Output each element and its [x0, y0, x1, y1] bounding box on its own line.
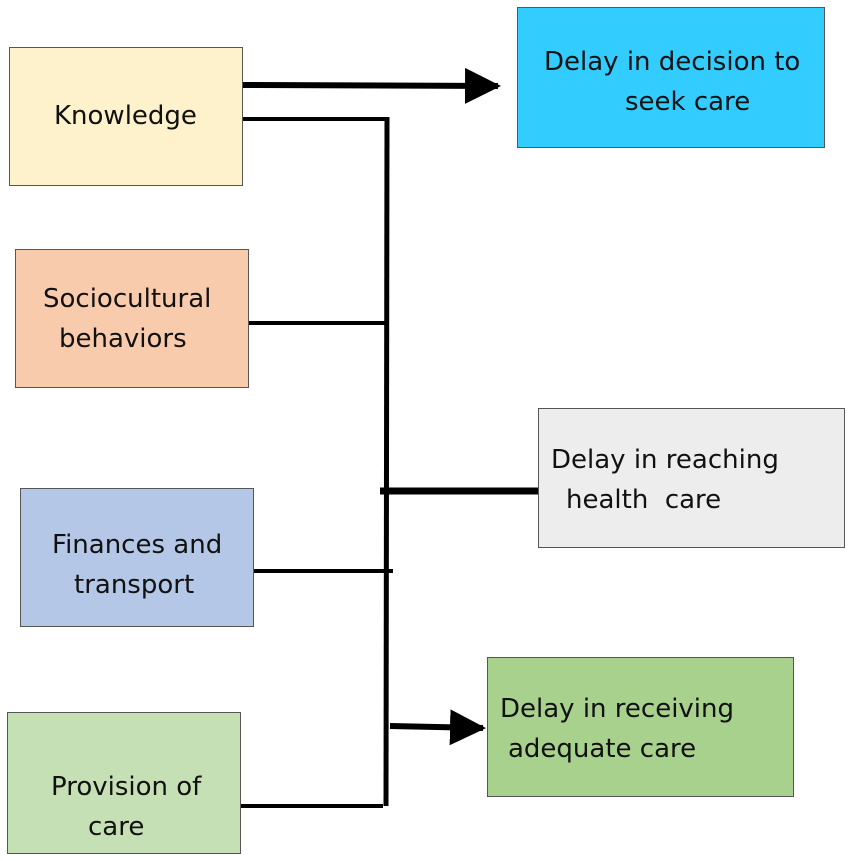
- vertical-trunk-line: [383, 116, 390, 807]
- finances-label-line-2: transport: [74, 570, 195, 600]
- knowledge-box: Knowledge: [9, 47, 243, 186]
- sociocultural-label-line-1: Sociocultural: [43, 284, 212, 314]
- provision-label-line-1: Provision of: [51, 772, 202, 802]
- reaching-delay-label-line-2: health care: [566, 485, 722, 515]
- sociocultural-box: Sociocultural behaviors: [15, 249, 249, 388]
- sociocultural-label-line-2: behaviors: [59, 324, 187, 354]
- receiving-delay-label-line-2: adequate care: [508, 734, 697, 764]
- reaching-delay-box: Delay in reaching health care: [538, 408, 845, 548]
- decision-delay-box: Delay in decision to seek care: [517, 7, 825, 148]
- decision-delay-label-line-1: Delay in decision to: [544, 47, 801, 77]
- decision-delay-label-line-2: seek care: [625, 87, 751, 117]
- receiving-delay-label-line-1: Delay in receiving: [500, 694, 735, 724]
- finances-label-line-1: Finances and: [52, 530, 223, 560]
- provision-label-line-2: care: [88, 812, 145, 842]
- provision-box: Provision of care: [7, 712, 241, 854]
- finances-box: Finances and transport: [20, 488, 254, 627]
- arrow-to-receiving: [389, 709, 486, 746]
- reaching-delay-label-line-1: Delay in reaching: [551, 445, 779, 475]
- knowledge-label: Knowledge: [54, 101, 197, 131]
- receiving-delay-box: Delay in receiving adequate care: [487, 657, 794, 797]
- arrow-knowledge-to-decision: [242, 67, 501, 104]
